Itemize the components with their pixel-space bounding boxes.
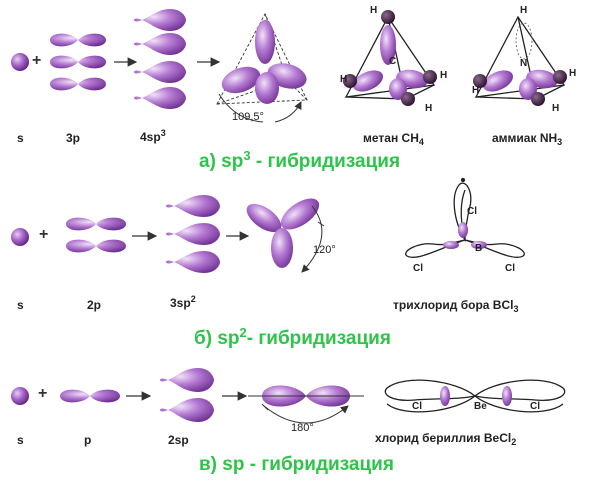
ammonia-model <box>473 15 567 106</box>
methane-model <box>343 10 437 106</box>
section-c-art <box>11 368 566 424</box>
angle-label-b: 120° <box>313 244 336 256</box>
p-orbital-c <box>60 389 120 403</box>
plus-sign-b: + <box>39 226 49 243</box>
ammonia-atom-h-bottom: H <box>552 103 560 114</box>
label-p-c: p <box>84 433 92 447</box>
ammonia-atom-h-right: H <box>569 68 577 79</box>
becl2-atom-be: Be <box>474 401 487 412</box>
bcl3-atom-cl-right: Cl <box>505 263 515 274</box>
ammonia-atom-h-left: H <box>472 85 480 96</box>
angle-label-a: 109,5° <box>232 111 264 123</box>
plus-sign-a: + <box>32 52 42 69</box>
becl2-atom-cl-left: Cl <box>412 401 422 412</box>
bcl3-atom-cl-top: Cl <box>467 206 477 217</box>
label-s-a: s <box>17 131 24 145</box>
angle-label-c: 180° <box>291 422 314 434</box>
label-hybrid-b: 3sp2 <box>170 294 196 310</box>
s-orbital-b <box>11 228 29 246</box>
s-orbital-c <box>11 387 29 405</box>
title-sp: в) sp - гибридизация <box>199 454 394 475</box>
section-a-art <box>11 9 567 123</box>
bcl3-model <box>405 177 525 258</box>
ammonia-atom-h-top: H <box>520 5 528 16</box>
title-sp2: б) sp2- гибридизация <box>194 325 391 349</box>
tetrahedral-shape <box>216 13 308 123</box>
label-hybrid-c: 2sp <box>168 433 189 447</box>
hybrid-orbitals-a <box>134 9 186 109</box>
methane-atom-h-top: H <box>370 5 378 16</box>
bcl3-atom-b: B <box>475 243 483 254</box>
methane-atom-c: C <box>389 56 397 67</box>
label-p-a: 3p <box>66 131 81 145</box>
s-orbital-a <box>11 53 29 71</box>
label-s-c: s <box>17 433 24 447</box>
title-sp3: а) sp3 - гибридизация <box>199 148 401 172</box>
label-bcl3: трихлорид бора BCl3 <box>393 298 519 314</box>
p-orbitals-a <box>50 33 106 91</box>
label-hybrid-a: 4sp3 <box>140 128 166 144</box>
methane-atom-h-right: H <box>440 70 448 81</box>
ammonia-atom-n: N <box>520 58 528 69</box>
section-b-art <box>11 177 525 273</box>
p-orbitals-b <box>66 217 126 253</box>
hybrid-orbitals-b <box>166 195 220 273</box>
label-p-b: 2p <box>87 298 102 312</box>
trigonal-shape <box>246 198 325 273</box>
becl2-atom-cl-right: Cl <box>530 401 540 412</box>
bcl3-atom-cl-left: Cl <box>413 263 423 274</box>
plus-sign-c: + <box>38 385 48 402</box>
linear-shape <box>248 385 364 424</box>
label-s-b: s <box>17 298 24 312</box>
becl2-model <box>384 379 566 413</box>
label-methane: метан CH4 <box>363 131 424 147</box>
methane-atom-h-left: H <box>340 74 348 85</box>
label-becl2: хлорид бериллия BeCl2 <box>375 431 517 447</box>
hybrid-orbitals-c <box>160 368 214 422</box>
methane-atom-h-bottom: H <box>425 103 433 114</box>
label-ammonia: аммиак NH3 <box>492 131 563 147</box>
